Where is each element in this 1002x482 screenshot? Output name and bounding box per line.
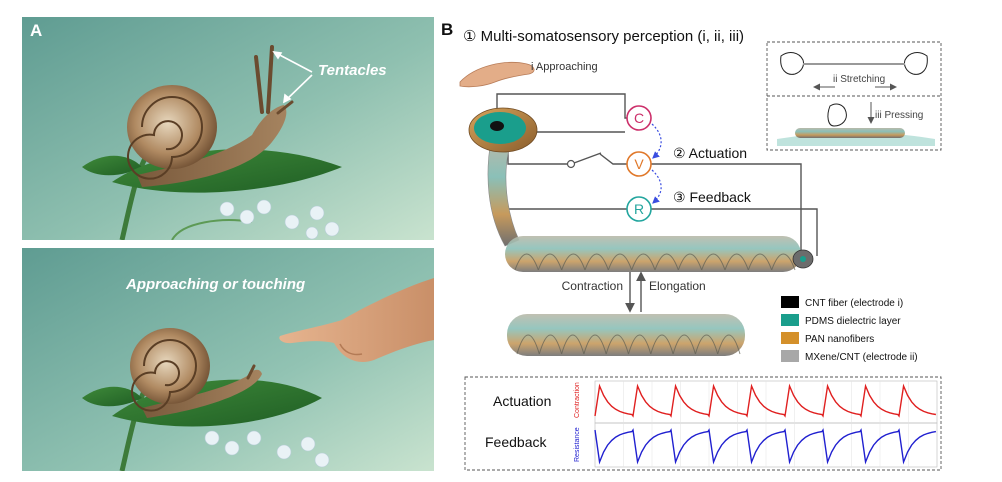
feedback-step: ③ Feedback: [673, 189, 752, 205]
node-r: R: [626, 196, 652, 222]
tentacles-label: Tentacles: [318, 62, 387, 79]
feedback-signal-label: Feedback: [485, 434, 547, 450]
snail-photo-bottom: Approaching or touching: [22, 248, 434, 471]
long-coil: [505, 236, 814, 272]
pressing-label: iii Pressing: [875, 110, 923, 121]
legend-swatch: [781, 350, 799, 362]
resistance-axis-label: Resistance: [574, 427, 581, 462]
stretching-label: ii Stretching: [833, 74, 885, 85]
elongation-label: Elongation: [649, 279, 706, 293]
actuation-step: ② Actuation: [673, 145, 747, 161]
legend-label: PDMS dielectric layer: [805, 316, 901, 327]
panel-a: A Tentacles: [22, 17, 434, 471]
legend-label: MXene/CNT (electrode ii): [805, 352, 918, 363]
panel-b-letter: B: [441, 20, 454, 39]
contraction-label: Contraction: [562, 279, 623, 293]
signals-box: Actuation Feedback Contraction Resistanc…: [464, 376, 942, 471]
legend-swatch: [781, 296, 799, 308]
approaching-hand-icon: [459, 62, 535, 88]
legend-swatch: [781, 314, 799, 326]
switch-contact: [566, 159, 576, 169]
snail-photo-top: A Tentacles: [22, 17, 434, 240]
fiber-cross-section: [468, 107, 538, 247]
heading: ① Multi-somatosensory perception (i, ii,…: [463, 28, 744, 45]
legend-label: PAN nanofibers: [805, 334, 874, 345]
inset-box: [766, 41, 942, 151]
svg-text:V: V: [634, 156, 644, 172]
approaching-label: i Approaching: [531, 61, 598, 73]
actuation-waveform: [594, 383, 937, 418]
legend-label: CNT fiber (electrode i): [805, 298, 903, 309]
flow-arrow-cv: [651, 123, 662, 159]
svg-text:C: C: [634, 110, 644, 126]
node-c: C: [626, 105, 652, 131]
switch-lever: [573, 152, 602, 164]
node-v: V: [626, 151, 652, 177]
contraction-axis-label: Contraction: [574, 382, 581, 418]
feedback-waveform: [594, 428, 937, 465]
actuation-signal-label: Actuation: [493, 393, 551, 409]
legend-swatch: [781, 332, 799, 344]
approaching-label: Approaching or touching: [126, 276, 306, 293]
short-coil: [507, 314, 745, 356]
panel-b-diagram: ① Multi-somatosensory perception (i, ii,…: [459, 28, 942, 471]
flow-arrow-vr: [651, 169, 662, 204]
panel-a-letter: A: [30, 21, 43, 40]
legend: CNT fiber (electrode i) PDMS dielectric l…: [781, 296, 918, 363]
svg-text:R: R: [634, 201, 644, 217]
